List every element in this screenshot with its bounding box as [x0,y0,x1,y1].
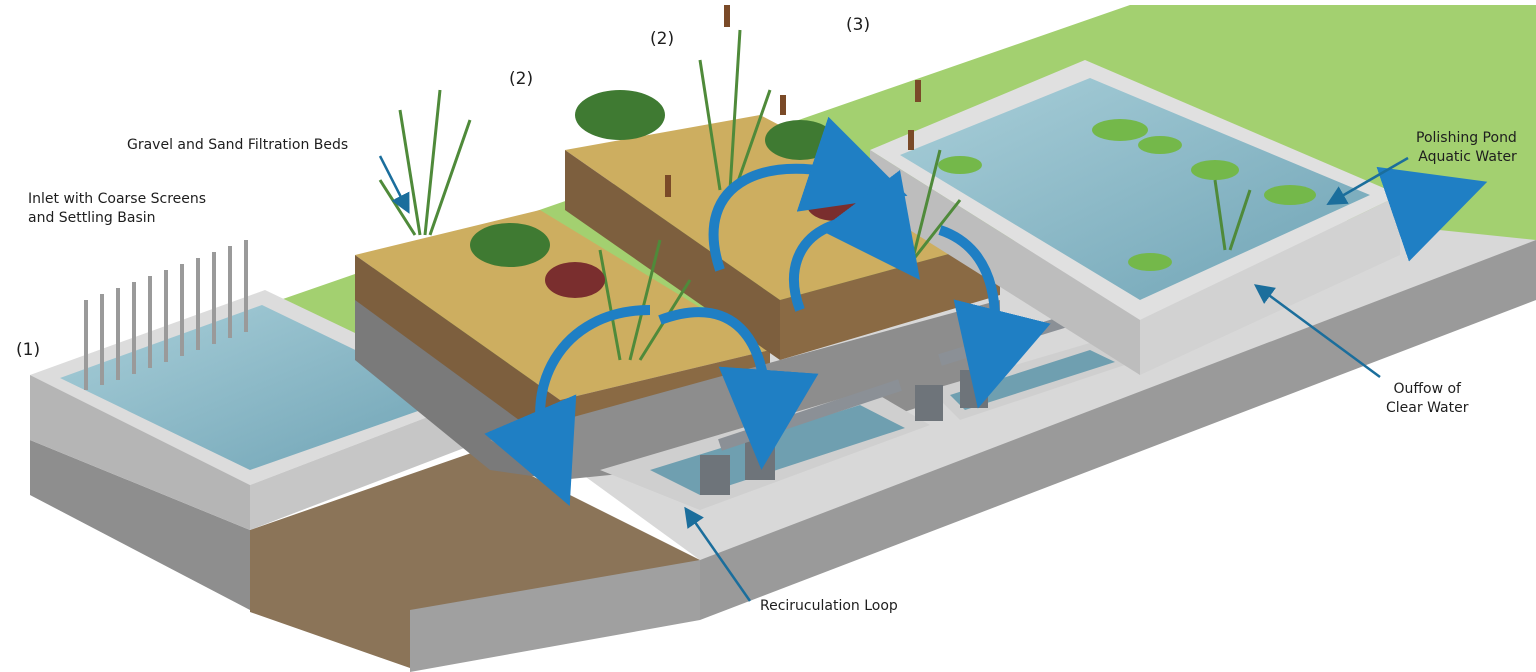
label-inlet-line2: and Settling Basin [28,210,156,226]
slab-side-face [30,440,250,610]
stage-number-2a: (2) [509,69,534,89]
soil-edge [410,560,700,672]
label-outflow-line2: Clear Water [1386,400,1469,416]
stage-number-2b: (2) [650,29,675,49]
label-outflow-line1: Ouffow of [1393,381,1461,397]
soil-ground [250,450,700,668]
label-polishing-line2: Aquatic Water [1418,149,1517,165]
leader-lines [378,155,1409,602]
wetland-plants [378,29,1252,361]
settling-basin [30,290,485,530]
label-polishing-pond: Polishing Pond Aquatic Water [1416,129,1517,167]
label-filtration-beds: Gravel and Sand Filtration Beds [127,137,349,153]
slab-front-face [700,240,1536,620]
flow-arrows [484,116,1488,506]
label-recirculation: Reciruculation Loop [760,598,898,614]
label-inlet: Inlet with Coarse Screens and Settling B… [28,190,206,228]
stage-number-1: (1) [16,340,41,360]
cattails [665,5,921,197]
label-polishing-line1: Polishing Pond [1416,130,1517,146]
label-inlet-line1: Inlet with Coarse Screens [28,191,207,207]
label-outflow: Ouffow of Clear Water [1386,380,1468,418]
coarse-screen-bars [84,240,248,390]
stage-number-3: (3) [846,15,871,35]
